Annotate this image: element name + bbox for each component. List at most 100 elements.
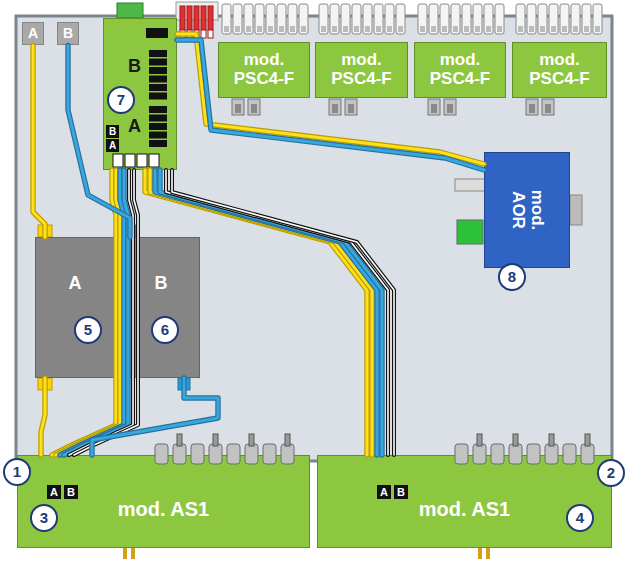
label-anchor: A: [128, 117, 141, 137]
wire-outline: [150, 170, 372, 455]
as1-module: mod. AS1: [317, 455, 612, 548]
callout-number: 2: [597, 459, 625, 487]
terminal-clamp: [486, 26, 491, 32]
wire-bundle: [92, 378, 218, 455]
plug-connector: [431, 104, 437, 113]
board-connector: [149, 76, 167, 83]
switch-lever: [513, 434, 518, 446]
wire-outline: [160, 170, 382, 455]
terminal-clamp: [222, 4, 231, 34]
board-pin: [113, 154, 123, 167]
switch-knob: [155, 444, 168, 464]
wire: [92, 378, 218, 455]
plug-connector: [545, 104, 551, 113]
terminal-clamp: [246, 26, 251, 32]
terminal-clamp: [584, 26, 589, 32]
board-connector: [149, 140, 167, 147]
wire-outline: [52, 170, 116, 455]
red-connector: [180, 6, 185, 30]
switch-knob: [455, 444, 468, 464]
wire: [52, 170, 116, 455]
switch-knob: [227, 444, 240, 464]
plug-connector: [332, 104, 338, 113]
terminal-clamp: [518, 26, 523, 32]
terminal-clamp: [352, 4, 361, 34]
wire: [177, 40, 484, 170]
terminal-clamp: [330, 4, 339, 34]
terminal-clamp: [549, 4, 558, 34]
switch-knob: [473, 444, 486, 464]
board-connector: [149, 93, 167, 100]
connector-badge: B: [64, 485, 78, 499]
module-label: mod. AOR: [508, 184, 545, 236]
terminal-clamp: [398, 26, 403, 32]
board-connector: [149, 67, 167, 74]
callout-number: 7: [107, 86, 135, 114]
label-anchor: 5: [74, 316, 102, 344]
wire: [160, 170, 382, 455]
label-anchor: 2: [597, 459, 625, 487]
switch-knob: [245, 444, 258, 464]
terminal-box: B: [57, 22, 79, 45]
red-connector: [201, 30, 206, 38]
terminal-clamp: [224, 26, 229, 32]
red-connector: [208, 30, 213, 38]
terminal-clamp: [529, 26, 534, 32]
wire-bundle: [177, 34, 484, 170]
transformer: A: [35, 237, 115, 378]
callout-number: 1: [3, 458, 31, 486]
as1-module: mod. AS1: [17, 455, 310, 548]
psc4-module: mod. PSC4-F: [218, 42, 310, 98]
connector-badge: B: [394, 485, 408, 499]
plug-connector: [348, 104, 354, 113]
gold-pin: [486, 547, 490, 559]
wire-bundle: [41, 378, 45, 455]
wire-outline: [68, 45, 130, 237]
terminal-clamp: [497, 26, 502, 32]
terminal-clamp: [321, 26, 326, 32]
switch-knob: [191, 444, 204, 464]
terminal-clamp: [527, 4, 536, 34]
switch-lever: [249, 434, 254, 446]
terminal-clamp: [473, 4, 482, 34]
terminal-clamp: [268, 26, 273, 32]
switch-lever: [477, 434, 482, 446]
connector-badge: B: [106, 125, 119, 138]
terminal-clamp: [453, 26, 458, 32]
switch-knob: [263, 444, 276, 464]
terminal-clamp: [429, 4, 438, 34]
board-pin: [137, 154, 147, 167]
wire: [166, 170, 388, 455]
aor-led: [457, 220, 483, 244]
gold-pin: [123, 547, 127, 559]
terminal-clamp: [301, 26, 306, 32]
terminal-clamp: [354, 26, 359, 32]
wire-outline: [177, 40, 484, 170]
module-label: B: [155, 274, 168, 294]
terminal-clamp: [290, 26, 295, 32]
plug-connector: [248, 99, 260, 115]
board-connector: [149, 50, 167, 57]
board-pin: [149, 154, 159, 167]
terminal-clamp: [442, 26, 447, 32]
gold-pin: [131, 547, 135, 559]
terminal-clamp: [288, 4, 297, 34]
wire: [68, 45, 130, 237]
aor-module: mod. AOR: [484, 152, 570, 268]
red-connector: [208, 6, 213, 30]
terminal-clamp: [418, 4, 427, 34]
terminal-clamp: [277, 4, 286, 34]
connector-badge: A: [106, 139, 119, 152]
label-anchor: 8: [498, 263, 526, 291]
connector-group-label: B: [128, 57, 141, 77]
module-label: mod. PSC4-F: [222, 51, 306, 88]
wire-outline: [33, 45, 45, 237]
red-connector: [201, 6, 206, 30]
terminal-clamp: [233, 4, 242, 34]
terminal-clamp: [484, 4, 493, 34]
terminal-clamp: [451, 4, 460, 34]
module-label: A: [69, 274, 82, 294]
callout-number: 8: [498, 263, 526, 291]
terminal-clamp: [385, 4, 394, 34]
